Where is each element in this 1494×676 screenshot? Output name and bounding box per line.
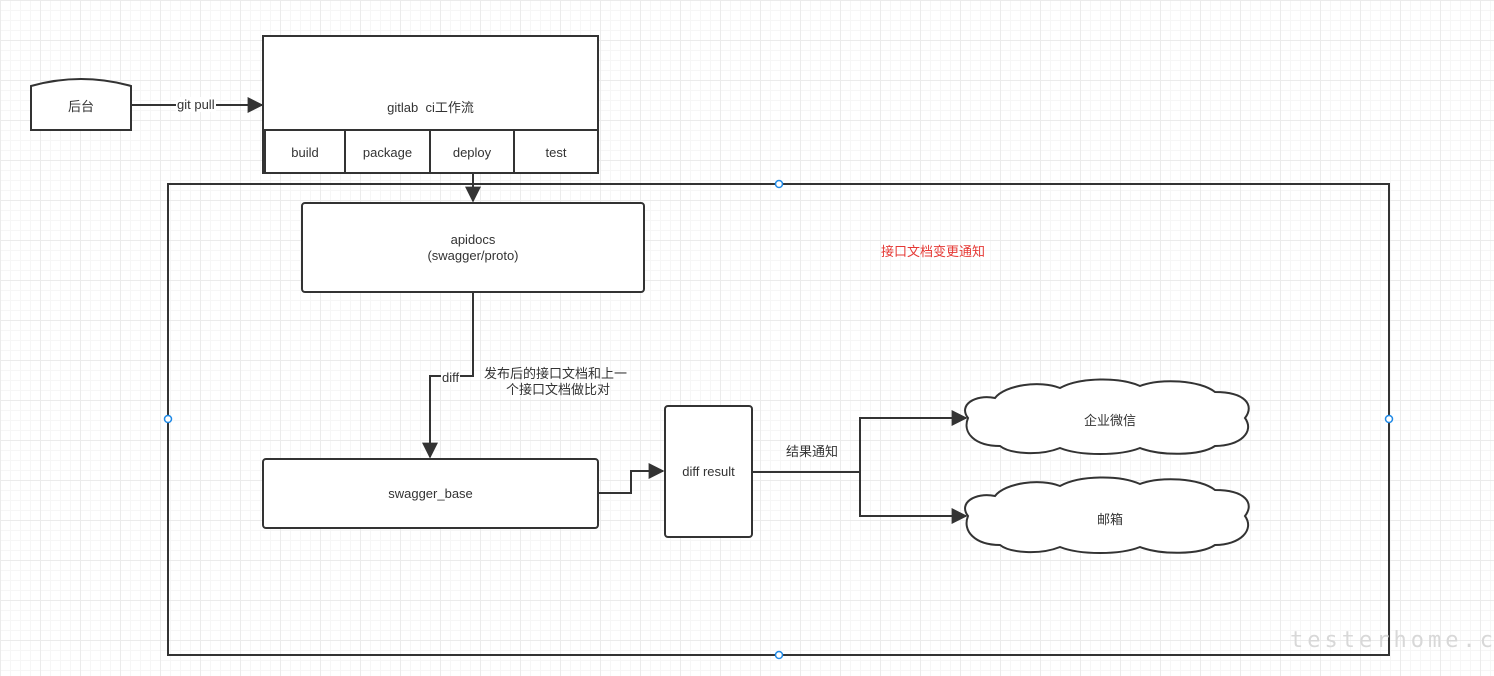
diff-result-label: diff result <box>682 464 735 479</box>
selection-handle[interactable] <box>774 650 784 660</box>
selection-handle[interactable] <box>774 179 784 189</box>
notify-wechat-connector[interactable] <box>859 410 968 472</box>
source-node-label: 后台 <box>67 99 94 114</box>
apidocs-label-line1: apidocs <box>450 232 496 247</box>
wechat-cloud-shape[interactable] <box>964 378 1250 455</box>
apidocs-label-line2: (swagger/proto) <box>427 248 519 263</box>
gitlab-title: gitlab ci工作流 <box>387 100 474 115</box>
diff-note-line2: 个接口文档做比对 <box>506 382 611 397</box>
email-label: 邮箱 <box>1096 512 1123 527</box>
stage-deploy[interactable]: deploy <box>452 144 492 160</box>
notify-email-connector[interactable] <box>859 472 968 524</box>
selection-handle[interactable] <box>1384 414 1394 424</box>
source-node-shape[interactable] <box>30 78 132 131</box>
notify-label: 结果通知 <box>786 444 839 459</box>
stage-package[interactable]: package <box>362 144 413 160</box>
diff-note-line1: 发布后的接口文档和上一 <box>484 366 628 381</box>
swagger-to-diff-connector[interactable] <box>598 463 665 494</box>
stage-test[interactable]: test <box>545 144 567 160</box>
selection-handle[interactable] <box>163 414 173 424</box>
wechat-label: 企业微信 <box>1083 413 1136 428</box>
swagger-base-label: swagger_base <box>388 486 473 501</box>
git-pull-label: git pull <box>176 97 216 112</box>
container-title: 接口文档变更通知 <box>881 244 986 259</box>
watermark: testerhome.com <box>1290 628 1494 653</box>
email-cloud-shape[interactable] <box>964 476 1250 554</box>
stage-build[interactable]: build <box>291 144 319 160</box>
diff-edge-label: diff <box>441 370 461 385</box>
